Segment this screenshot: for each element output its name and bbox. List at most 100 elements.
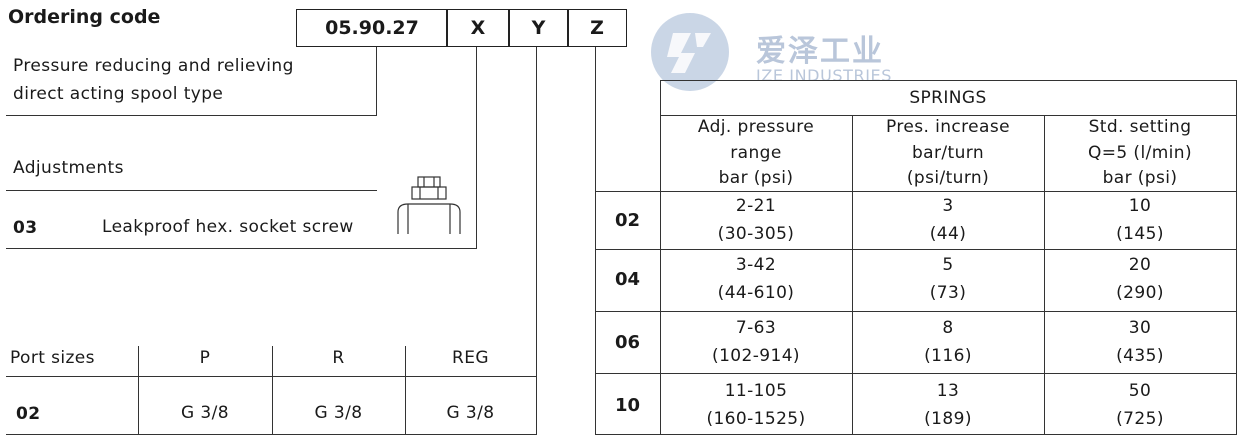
springs-col-adj-pressure: Adj. pressure range bar (psi) [660,115,852,192]
code-x-box: X [446,9,510,47]
springs-col-divider-1 [852,115,853,435]
springs-col2-line1: Pres. increase [886,117,1010,137]
springs-row-06-inc: 8 (116) [852,314,1044,370]
springs-row-divider-2 [595,311,1236,312]
cell-line: (44-610) [717,283,795,303]
cell-line: (30-305) [717,224,795,244]
adjustments-divider [6,190,377,191]
ports-divider-3 [405,346,406,435]
springs-row-divider-1 [595,249,1236,250]
springs-col1-line3: bar (psi) [718,168,794,188]
ports-divider-1 [138,346,139,435]
code-base-box: 05.90.27 [296,9,448,47]
springs-col-pres-increase: Pres. increase bar/turn (psi/turn) [852,115,1044,192]
ports-bottom-line [6,434,537,435]
springs-row-02-adj: 2-21 (30-305) [660,192,852,248]
ports-header-r: R [332,348,345,368]
watermark-cn: 爱泽工业 [756,34,884,69]
springs-row-02-inc: 3 (44) [852,192,1044,248]
leader-x [476,47,477,249]
code-y: Y [531,17,546,39]
springs-left-border [660,80,661,435]
description-line2: direct acting spool type [13,84,224,104]
cell-line: (189) [924,409,972,429]
watermark-en: IZE INDUSTRIES [756,66,893,85]
springs-row-10-std: 50 (725) [1044,377,1236,433]
springs-col-divider-2 [1044,115,1045,435]
cell-line: (116) [924,346,972,366]
springs-row-10-inc: 13 (189) [852,377,1044,433]
ports-p-value: G 3/8 [181,403,229,423]
cell-line: (435) [1116,346,1164,366]
cell-line: 7-63 [735,318,777,338]
ports-header-reg: REG [452,348,489,368]
cell-line: (145) [1116,224,1164,244]
code-y-box: Y [508,9,569,47]
cell-line: (102-914) [712,346,800,366]
cell-line: (73) [929,283,967,303]
adjustments-underline [6,248,477,249]
springs-col3-line3: bar (psi) [1102,168,1178,188]
springs-row-code-06: 06 [615,332,641,353]
springs-col3-line1: Std. setting [1088,117,1192,137]
cell-line: (725) [1116,409,1164,429]
springs-row-code-10: 10 [615,395,641,416]
code-z-box: Z [567,9,627,47]
cell-line: 50 [1128,381,1152,401]
springs-col2-line3: (psi/turn) [906,168,990,188]
springs-row-04-inc: 5 (73) [852,251,1044,307]
ports-header-label: Port sizes [10,348,95,368]
springs-right-border [1236,80,1237,435]
adjustment-code: 03 [13,218,38,238]
leader-y [536,47,537,435]
springs-title-divider [660,115,1236,116]
ports-reg-value: G 3/8 [446,403,495,423]
code-x: X [470,17,486,39]
description-line1: Pressure reducing and relieving [13,56,294,76]
springs-row-divider-3 [595,373,1236,374]
page-title: Ordering code [8,6,161,28]
cell-line: (160-1525) [706,409,806,429]
springs-row-code-04: 04 [615,269,641,290]
description-underline [6,115,377,116]
springs-col-std-setting: Std. setting Q=5 (l/min) bar (psi) [1044,115,1236,192]
springs-row-code-02: 02 [615,210,641,231]
adjustments-heading: Adjustments [13,158,124,178]
cell-line: 10 [1128,196,1152,216]
springs-col1-line1: Adj. pressure [697,117,815,137]
cell-line: 3-42 [735,255,777,275]
springs-bottom-border [595,434,1236,435]
cell-line: 30 [1128,318,1152,338]
ports-divider-2 [272,346,273,435]
springs-col2-line2: bar/turn [911,142,985,163]
adjustment-label: Leakproof hex. socket screw [102,217,354,237]
leader-z [595,47,596,435]
springs-row-04-std: 20 (290) [1044,251,1236,307]
cell-line: (290) [1116,283,1164,303]
leader-base [376,47,377,116]
ports-r-value: G 3/8 [314,403,363,423]
ize-logo-icon [651,13,729,91]
springs-row-10-adj: 11-105(160-1525) [660,377,852,433]
springs-row-04-adj: 3-42 (44-610) [660,251,852,307]
ports-header-divider [6,376,537,377]
springs-col1-line2: range [730,142,782,163]
springs-row-06-std: 30 (435) [1044,314,1236,370]
springs-row-06-adj: 7-63 (102-914) [660,314,852,370]
cell-line: 8 [942,318,954,338]
cell-line: 5 [942,255,954,275]
ports-header-p: P [199,348,211,368]
springs-header-divider [595,191,1236,192]
springs-title: SPRINGS [909,88,987,108]
springs-col3-line2: Q=5 (l/min) [1087,142,1193,163]
springs-top-border [660,80,1236,81]
cell-line: 20 [1128,255,1152,275]
ports-row-code: 02 [16,404,41,424]
cell-line: 13 [936,381,960,401]
cell-line: 3 [942,196,954,216]
hex-socket-screw-icon [396,176,464,240]
cell-line: (44) [929,224,967,244]
cell-line: 2-21 [735,196,777,216]
code-base: 05.90.27 [325,17,419,39]
springs-row-02-std: 10 (145) [1044,192,1236,248]
